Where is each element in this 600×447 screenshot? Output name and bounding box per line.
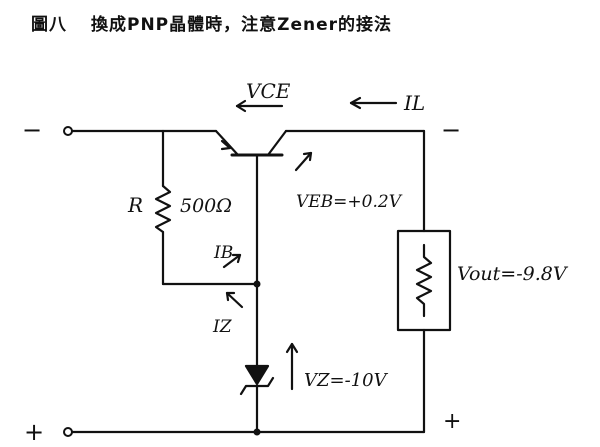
zener-diode-triangle xyxy=(244,364,270,386)
resistor-zigzag xyxy=(154,184,172,234)
terminal-bottom-left xyxy=(63,427,73,437)
transistor-emitter-lead xyxy=(214,129,240,157)
label-iz: IZ xyxy=(212,317,233,337)
load-box xyxy=(396,229,452,332)
junction-dot-base xyxy=(253,280,261,288)
terminal-sign-bottom-right: + xyxy=(443,409,461,434)
il-arrow-head xyxy=(349,96,362,110)
terminal-top-left xyxy=(63,126,73,136)
label-r: R xyxy=(127,193,143,217)
terminal-sign-top-left: − xyxy=(22,116,42,144)
iz-arrow-line xyxy=(225,291,244,309)
label-vce: VCE xyxy=(246,79,291,103)
iz-arrow-head xyxy=(225,291,236,302)
transistor-collector-lead xyxy=(266,129,288,157)
junction-dot-bottom xyxy=(253,428,261,436)
label-r-value: 500Ω xyxy=(180,195,232,217)
ib-arrow-head xyxy=(231,253,242,264)
veb-arrow-line xyxy=(294,151,313,172)
terminal-sign-bottom-left: + xyxy=(24,418,44,446)
figure-number: 圖八 xyxy=(31,15,67,35)
terminal-sign-top-right: − xyxy=(441,116,461,144)
label-vz: VZ=-10V xyxy=(304,370,389,391)
label-ib: IB xyxy=(213,243,233,263)
label-veb: VEB=+0.2V xyxy=(296,192,403,212)
figure-title: 換成PNP晶體時，注意Zener的接法 xyxy=(91,15,393,35)
label-il: IL xyxy=(403,91,425,115)
ib-arrow-line xyxy=(222,253,242,269)
label-vout: Vout=-9.8V xyxy=(457,263,569,285)
vz-arrow-head xyxy=(285,342,299,354)
vce-arrow-head xyxy=(235,99,247,113)
veb-arrow-head xyxy=(302,151,313,162)
transistor-arrow xyxy=(220,139,232,151)
figure-caption: 圖八 換成PNP晶體時，注意Zener的接法 xyxy=(31,10,591,40)
load-resistor-zigzag xyxy=(415,243,433,318)
